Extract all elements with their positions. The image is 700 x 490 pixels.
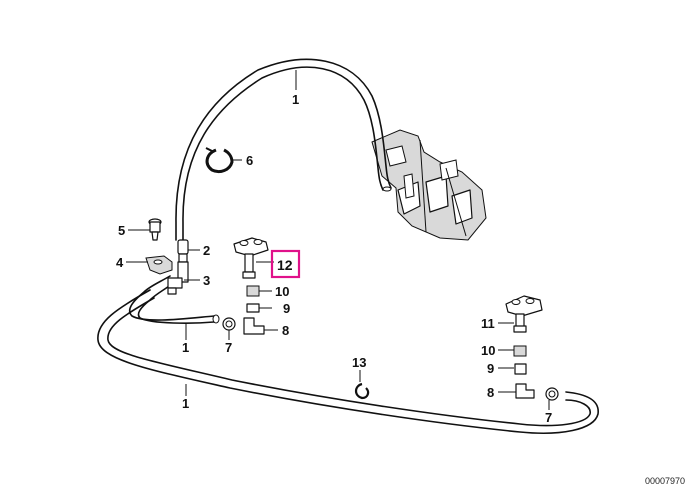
callout-1-middle: 1	[182, 340, 189, 355]
washer-reservoir	[371, 129, 487, 241]
callout-3: 3	[203, 273, 210, 288]
callout-9-left: 9	[283, 301, 290, 316]
washer-nozzle-11	[505, 295, 543, 333]
callout-13: 13	[352, 355, 366, 370]
washer-9-right	[514, 363, 527, 375]
grommet-5	[148, 218, 162, 241]
highlight-box	[270, 249, 301, 279]
callout-12: 12	[277, 257, 293, 273]
leader-lines	[126, 70, 550, 410]
t-connector-3	[167, 261, 189, 295]
clip-13	[354, 382, 370, 400]
washer-9-left	[246, 303, 260, 313]
callout-1-bottom: 1	[182, 396, 189, 411]
callout-8-left: 8	[282, 323, 289, 338]
callout-8-right: 8	[487, 385, 494, 400]
hose-bottom-loop	[97, 289, 599, 434]
callout-7-left: 7	[225, 340, 232, 355]
elbow-8-left	[243, 317, 265, 335]
callout-10-left: 10	[275, 284, 289, 299]
diagram-reference-number: 00007970	[645, 476, 685, 486]
bracket-4	[145, 255, 173, 275]
nut-10-right	[513, 345, 527, 357]
callout-7-right: 7	[545, 410, 552, 425]
callout-10-right: 10	[481, 343, 495, 358]
clip-7-right	[545, 387, 559, 401]
hose-clip-6	[205, 147, 234, 174]
clip-7-left	[222, 317, 236, 331]
washer-nozzle-12	[233, 237, 269, 279]
connector-2	[177, 239, 189, 263]
callout-2: 2	[203, 243, 210, 258]
hose-top	[175, 58, 392, 241]
callout-5: 5	[118, 223, 125, 238]
callout-12-highlight[interactable]: 12	[270, 249, 301, 279]
callout-1-top: 1	[292, 92, 299, 107]
callout-6: 6	[246, 153, 253, 168]
nut-10-left	[246, 285, 260, 297]
callout-11: 11	[481, 316, 495, 331]
elbow-8-right	[515, 383, 535, 399]
callout-labels: 1 6 5 2 4 3 1 10 9 8 7 1 13 11 10 9 8 7	[116, 92, 552, 425]
callout-9-right: 9	[487, 361, 494, 376]
callout-4: 4	[116, 255, 124, 270]
hose-middle	[128, 275, 220, 324]
